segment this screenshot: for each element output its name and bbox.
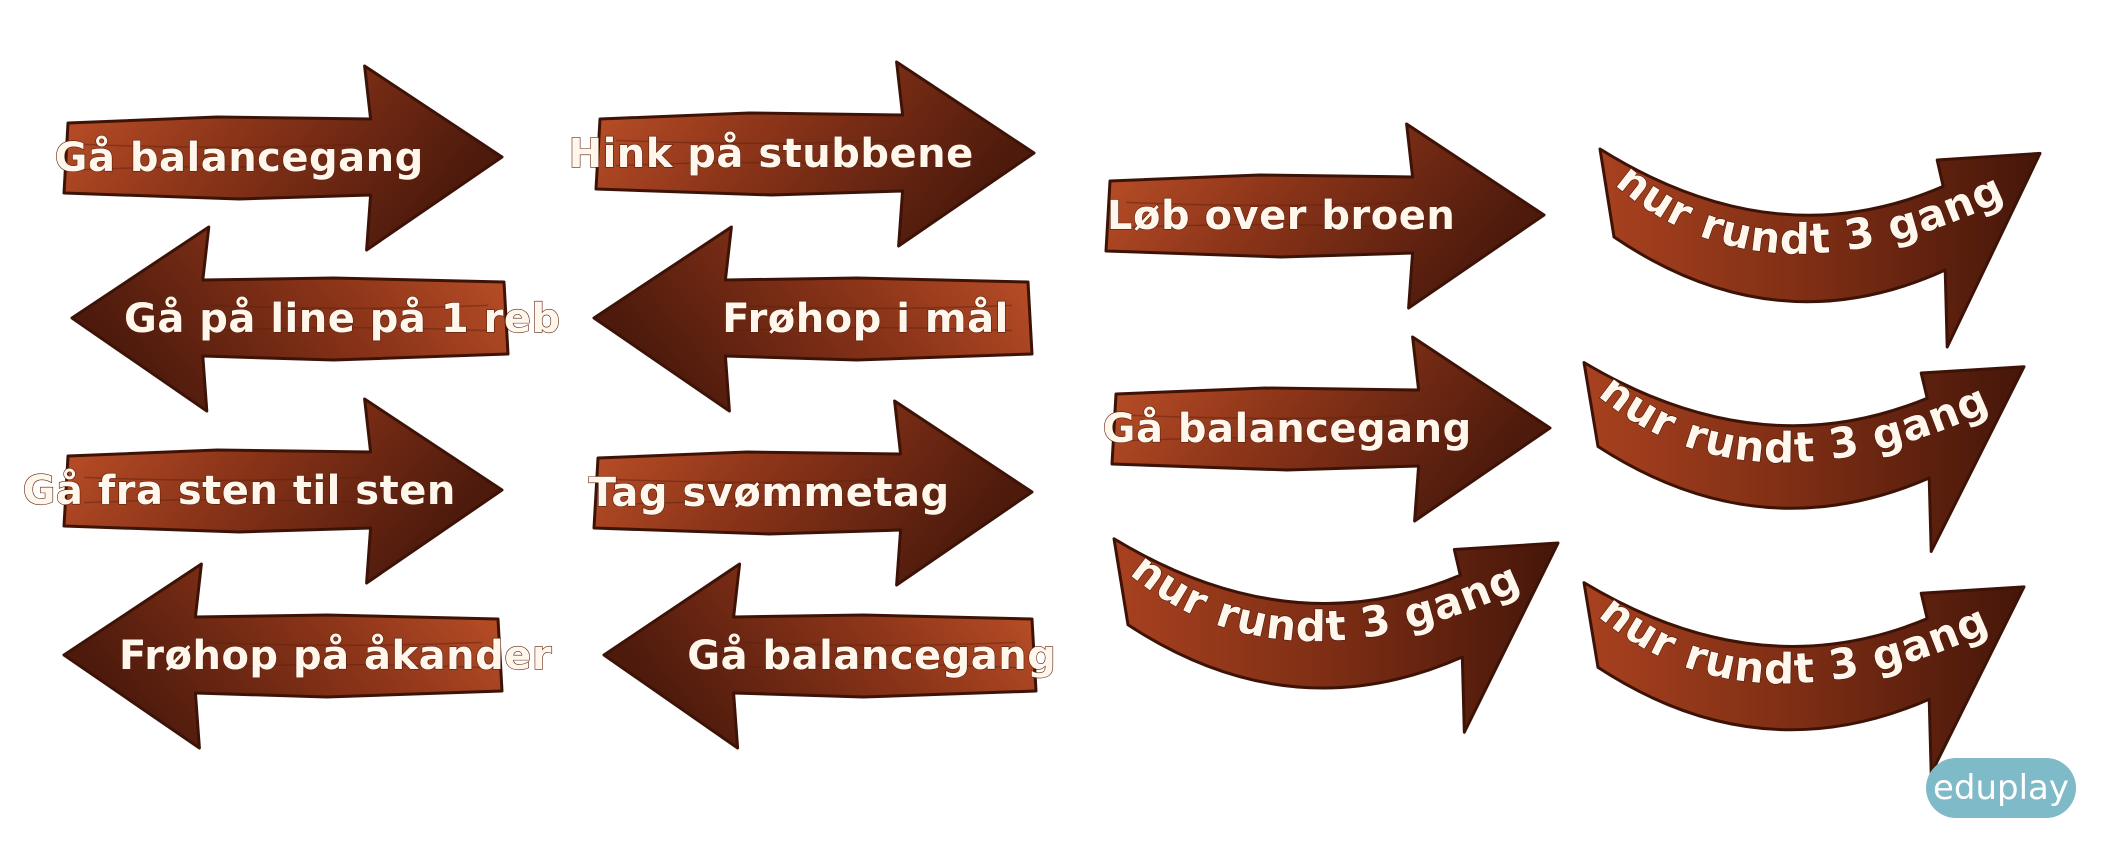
wood-grain xyxy=(613,500,892,506)
wood-grain xyxy=(615,139,894,145)
arrow-sign: Gå balancegang xyxy=(1102,335,1552,523)
sign-label: Gå på line på 1 reb xyxy=(124,295,561,342)
arrow-right-icon xyxy=(592,399,1034,587)
wood-grain xyxy=(83,165,362,171)
wood-grain xyxy=(83,476,362,482)
sign-label: Gå balancegang xyxy=(1103,405,1472,452)
eduplay-logo: eduplay xyxy=(1926,758,2076,818)
logo-text: eduplay xyxy=(1932,768,2070,808)
wood-grain xyxy=(615,161,894,167)
arrow-sign: Gå balancegang xyxy=(54,64,504,252)
sign-label: Frøhop på åkander xyxy=(119,632,552,679)
arrow-left-icon xyxy=(602,562,1038,750)
wood-grain xyxy=(83,498,362,504)
wood-grain xyxy=(211,326,489,332)
arrow-sign: Tag svømmetag xyxy=(588,399,1034,587)
arrow-right-icon xyxy=(1104,122,1546,310)
wood-grain xyxy=(83,143,362,149)
arrow-sign: Gå fra sten til sten xyxy=(22,397,504,585)
wood-grain xyxy=(734,304,1013,310)
curved-arrow-icon xyxy=(1582,581,2026,775)
wood-grain xyxy=(1131,436,1410,442)
arrow-right-icon xyxy=(594,60,1036,248)
arrow-left-icon xyxy=(70,225,510,413)
curved-arrow-icon xyxy=(1112,537,1560,734)
wood-grain xyxy=(204,663,483,669)
arrow-right-icon xyxy=(62,64,504,252)
wood-grain xyxy=(204,641,483,647)
wood-grain xyxy=(742,641,1017,647)
arrow-right-icon xyxy=(1110,335,1552,523)
arrow-sign: Frøhop på åkander xyxy=(62,562,552,750)
wood-grain xyxy=(742,663,1017,669)
wood-grain xyxy=(734,326,1013,332)
sign-label: Gå fra sten til sten xyxy=(23,467,456,514)
wood-grain xyxy=(1131,414,1410,420)
arrow-left-icon xyxy=(592,225,1034,413)
arrow-sign: Løb over broen xyxy=(1104,122,1546,310)
sign-label: Gå balancegang xyxy=(687,632,1056,679)
sign-label: Tag svømmetag xyxy=(589,470,950,516)
arrow-sign: Hink på stubbene xyxy=(568,60,1036,248)
arrow-right-icon xyxy=(62,397,504,585)
arrow-sign: Frøhop i mål xyxy=(592,225,1034,413)
curved-arrow-icon xyxy=(1598,147,2042,349)
wood-grain xyxy=(1125,201,1404,207)
sign-label: Løb over broen xyxy=(1107,193,1455,239)
curved-arrow-icon xyxy=(1582,361,2026,553)
sign-label: Frøhop i mål xyxy=(722,295,1009,342)
wood-grain xyxy=(1125,223,1404,229)
arrow-left-icon xyxy=(62,562,504,750)
sign-label: Gå balancegang xyxy=(55,134,424,181)
sign-label: Hink på stubbene xyxy=(569,130,974,177)
arrow-sign: Gå balancegang xyxy=(602,562,1057,750)
arrow-sign: Gå på line på 1 reb xyxy=(70,225,561,413)
wood-grain xyxy=(211,304,489,310)
wood-grain xyxy=(613,478,892,484)
